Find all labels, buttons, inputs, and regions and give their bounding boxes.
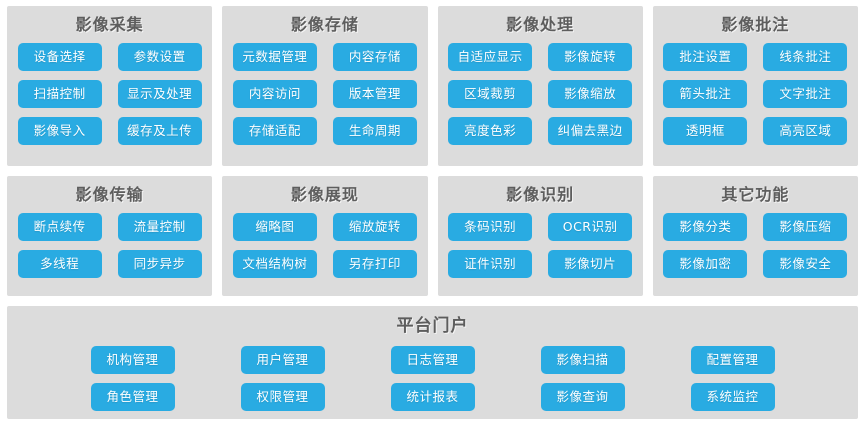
- fn-button-annotation-settings[interactable]: 批注设置: [663, 43, 748, 71]
- fn-button-image-query[interactable]: 影像查询: [540, 383, 625, 411]
- fn-button-organization-management[interactable]: 机构管理: [90, 346, 175, 374]
- panel-title: 影像展现: [290, 185, 359, 204]
- fn-button-storage-adaptation[interactable]: 存储适配: [232, 117, 317, 145]
- panel-button-grid: 自适应显示 影像旋转 区域裁剪 影像缩放 亮度色彩 纠偏去黑边: [448, 43, 633, 145]
- fn-button-traffic-control[interactable]: 流量控制: [117, 213, 202, 241]
- fn-button-multithreading[interactable]: 多线程: [17, 250, 102, 278]
- panel-title: 影像传输: [75, 185, 144, 204]
- fn-button-document-structure-tree[interactable]: 文档结构树: [232, 250, 317, 278]
- fn-button-image-scan[interactable]: 影像扫描: [540, 346, 625, 374]
- fn-button-image-encryption[interactable]: 影像加密: [663, 250, 748, 278]
- fn-button-display-and-process[interactable]: 显示及处理: [117, 80, 202, 108]
- panel-title: 其它功能: [721, 185, 790, 204]
- panel-platform-portal: 平台门户 机构管理 用户管理 日志管理 影像扫描 配置管理 角色管理 权限管理 …: [7, 306, 858, 419]
- fn-button-region-crop[interactable]: 区域裁剪: [448, 80, 533, 108]
- fn-button-barcode-recognition[interactable]: 条码识别: [448, 213, 533, 241]
- fn-button-zoom-rotate[interactable]: 缩放旋转: [332, 213, 417, 241]
- panel-image-annotation: 影像批注 批注设置 线条批注 箭头批注 文字批注 透明框 高亮区域: [652, 6, 858, 166]
- panel-other-functions: 其它功能 影像分类 影像压缩 影像加密 影像安全: [652, 176, 858, 296]
- panel-title: 影像存储: [290, 15, 359, 34]
- fn-button-image-slicing[interactable]: 影像切片: [548, 250, 633, 278]
- fn-button-thumbnail[interactable]: 缩略图: [232, 213, 317, 241]
- panel-title: 平台门户: [396, 316, 469, 336]
- fn-button-image-import[interactable]: 影像导入: [17, 117, 102, 145]
- panel-row-1: 影像采集 设备选择 参数设置 扫描控制 显示及处理 影像导入 缓存及上传 影像存…: [0, 6, 865, 166]
- panel-row-2: 影像传输 断点续传 流量控制 多线程 同步异步 影像展现 缩略图 缩放旋转 文档…: [0, 176, 865, 296]
- panel-button-grid: 批注设置 线条批注 箭头批注 文字批注 透明框 高亮区域: [663, 43, 848, 145]
- fn-button-ocr-recognition[interactable]: OCR识别: [548, 213, 633, 241]
- fn-button-configuration-management[interactable]: 配置管理: [690, 346, 775, 374]
- portal-button-grid: 机构管理 用户管理 日志管理 影像扫描 配置管理 角色管理 权限管理 统计报表 …: [90, 346, 775, 411]
- fn-button-arrow-annotation[interactable]: 箭头批注: [663, 80, 748, 108]
- fn-button-line-annotation[interactable]: 线条批注: [763, 43, 848, 71]
- fn-button-metadata-management[interactable]: 元数据管理: [232, 43, 317, 71]
- panel-button-grid: 缩略图 缩放旋转 文档结构树 另存打印: [232, 213, 417, 278]
- fn-button-id-document-recognition[interactable]: 证件识别: [448, 250, 533, 278]
- panel-button-grid: 条码识别 OCR识别 证件识别 影像切片: [448, 213, 633, 278]
- fn-button-user-management[interactable]: 用户管理: [240, 346, 325, 374]
- panel-row-3: 平台门户 机构管理 用户管理 日志管理 影像扫描 配置管理 角色管理 权限管理 …: [0, 306, 865, 419]
- panel-title: 影像识别: [506, 185, 575, 204]
- panel-button-grid: 元数据管理 内容存储 内容访问 版本管理 存储适配 生命周期: [232, 43, 417, 145]
- fn-button-image-classification[interactable]: 影像分类: [663, 213, 748, 241]
- fn-button-statistical-report[interactable]: 统计报表: [390, 383, 475, 411]
- fn-button-text-annotation[interactable]: 文字批注: [763, 80, 848, 108]
- fn-button-save-as-print[interactable]: 另存打印: [332, 250, 417, 278]
- fn-button-parameter-settings[interactable]: 参数设置: [117, 43, 202, 71]
- fn-button-cache-and-upload[interactable]: 缓存及上传: [117, 117, 202, 145]
- fn-button-permission-management[interactable]: 权限管理: [240, 383, 325, 411]
- fn-button-transparent-box[interactable]: 透明框: [663, 117, 748, 145]
- fn-button-highlight-region[interactable]: 高亮区域: [763, 117, 848, 145]
- fn-button-image-security[interactable]: 影像安全: [763, 250, 848, 278]
- panel-image-presentation: 影像展现 缩略图 缩放旋转 文档结构树 另存打印: [222, 176, 428, 296]
- fn-button-role-management[interactable]: 角色管理: [90, 383, 175, 411]
- fn-button-version-management[interactable]: 版本管理: [332, 80, 417, 108]
- fn-button-brightness-color[interactable]: 亮度色彩: [448, 117, 533, 145]
- panel-image-processing: 影像处理 自适应显示 影像旋转 区域裁剪 影像缩放 亮度色彩 纠偏去黑边: [437, 6, 643, 166]
- fn-button-device-select[interactable]: 设备选择: [17, 43, 102, 71]
- panel-image-storage: 影像存储 元数据管理 内容存储 内容访问 版本管理 存储适配 生命周期: [222, 6, 428, 166]
- fn-button-image-zoom[interactable]: 影像缩放: [548, 80, 633, 108]
- fn-button-sync-async[interactable]: 同步异步: [117, 250, 202, 278]
- fn-button-deskew-remove-black-edge[interactable]: 纠偏去黑边: [548, 117, 633, 145]
- panel-button-grid: 影像分类 影像压缩 影像加密 影像安全: [663, 213, 848, 278]
- fn-button-content-access[interactable]: 内容访问: [232, 80, 317, 108]
- fn-button-system-monitoring[interactable]: 系统监控: [690, 383, 775, 411]
- panel-title: 影像批注: [721, 15, 790, 34]
- fn-button-image-compression[interactable]: 影像压缩: [763, 213, 848, 241]
- panel-title: 影像采集: [75, 15, 144, 34]
- fn-button-scan-control[interactable]: 扫描控制: [17, 80, 102, 108]
- fn-button-content-storage[interactable]: 内容存储: [332, 43, 417, 71]
- fn-button-adaptive-display[interactable]: 自适应显示: [448, 43, 533, 71]
- panel-image-transmission: 影像传输 断点续传 流量控制 多线程 同步异步: [7, 176, 213, 296]
- panel-image-capture: 影像采集 设备选择 参数设置 扫描控制 显示及处理 影像导入 缓存及上传: [7, 6, 213, 166]
- fn-button-resumable-transfer[interactable]: 断点续传: [17, 213, 102, 241]
- panel-image-recognition: 影像识别 条码识别 OCR识别 证件识别 影像切片: [437, 176, 643, 296]
- panel-button-grid: 断点续传 流量控制 多线程 同步异步: [17, 213, 202, 278]
- fn-button-image-rotate[interactable]: 影像旋转: [548, 43, 633, 71]
- architecture-board: 影像采集 设备选择 参数设置 扫描控制 显示及处理 影像导入 缓存及上传 影像存…: [0, 6, 865, 427]
- panel-title: 影像处理: [506, 15, 575, 34]
- fn-button-log-management[interactable]: 日志管理: [390, 346, 475, 374]
- panel-button-grid: 设备选择 参数设置 扫描控制 显示及处理 影像导入 缓存及上传: [17, 43, 202, 145]
- fn-button-lifecycle[interactable]: 生命周期: [332, 117, 417, 145]
